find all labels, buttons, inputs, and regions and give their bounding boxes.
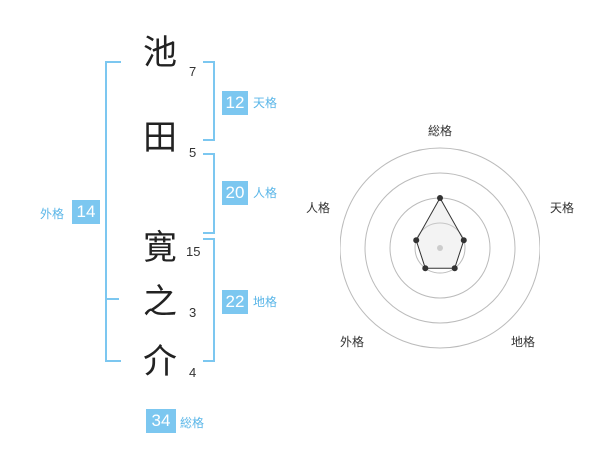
jinkaku-label: 人格 — [253, 186, 278, 200]
tenkaku-label: 天格 — [253, 96, 278, 110]
radar-axis-label-tenkaku: 天格 — [550, 201, 575, 215]
radar-center-dot — [437, 245, 443, 251]
gaikaku-badge: 14 — [72, 200, 100, 224]
chikaku-label: 地格 — [253, 295, 278, 309]
stroke-count-1: 7 — [189, 64, 197, 79]
name-char-3: 寛 — [143, 228, 177, 268]
radar-point-3 — [451, 265, 458, 272]
tenkaku-bracket — [203, 61, 215, 141]
stroke-count-4: 3 — [189, 305, 197, 320]
name-char-2: 田 — [143, 118, 177, 158]
radar-chart — [340, 147, 540, 349]
radar-axis-label-chikaku: 地格 — [511, 335, 536, 349]
jinkaku-bracket — [203, 153, 215, 234]
radar-point-2 — [460, 237, 467, 244]
gaikaku-bracket — [105, 61, 121, 362]
jinkaku-badge: 20 — [222, 181, 248, 205]
soukaku-label: 総格 — [180, 416, 205, 430]
radar-polygon — [415, 196, 465, 269]
radar-ring-4 — [340, 147, 540, 349]
gaikaku-bracket-mid — [105, 298, 119, 300]
soukaku-badge: 34 — [146, 409, 176, 433]
radar-axis-label-jinkaku: 人格 — [306, 201, 331, 215]
name-char-4: 之 — [143, 282, 177, 322]
name-char-1: 池 — [143, 33, 177, 73]
radar-point-4 — [422, 265, 429, 272]
chikaku-bracket — [203, 238, 215, 362]
chikaku-badge: 22 — [222, 290, 248, 314]
tenkaku-badge: 12 — [222, 91, 248, 115]
radar-point-5 — [413, 237, 420, 244]
name-char-5: 介 — [143, 342, 177, 382]
stroke-count-5: 4 — [189, 365, 197, 380]
radar-point-1 — [437, 195, 443, 201]
radar-ring-3 — [364, 172, 516, 324]
gaikaku-label: 外格 — [40, 207, 65, 221]
radar-axis-label-gaikaku: 外格 — [340, 335, 365, 349]
stroke-count-2: 5 — [189, 145, 197, 160]
radar-ring-1 — [414, 222, 466, 274]
stroke-count-3: 15 — [186, 244, 201, 259]
radar-axis-label-soukaku: 総格 — [428, 124, 453, 138]
